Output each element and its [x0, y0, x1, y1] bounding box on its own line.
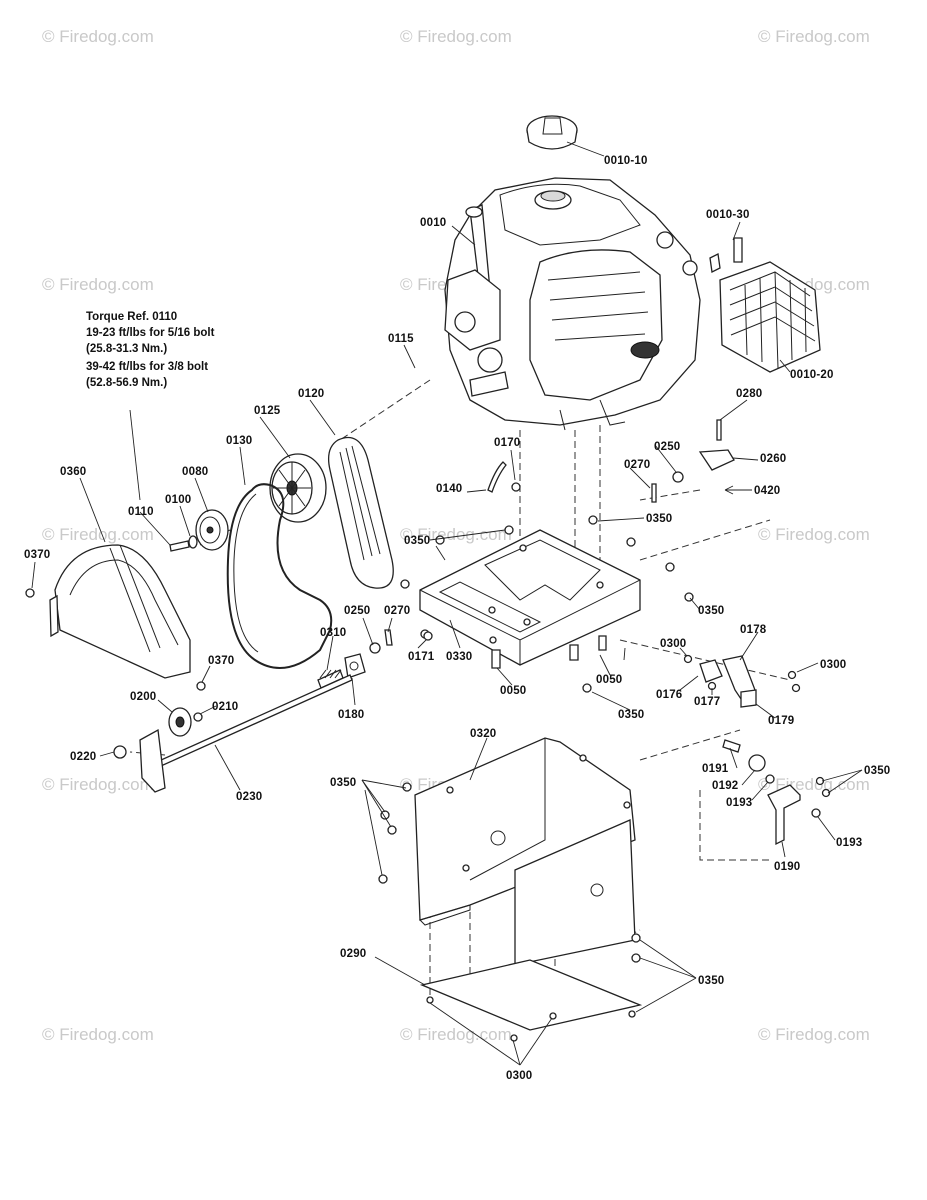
part-label: 0177 — [694, 696, 720, 708]
part-label: 0250 — [344, 605, 370, 617]
part-label: 0350 — [864, 765, 890, 777]
part-label: 0176 — [656, 689, 682, 701]
watermark: © Firedog.com — [42, 27, 154, 46]
part-label: 0192 — [712, 780, 738, 792]
part-label: 0140 — [436, 483, 462, 495]
part-label: 0250 — [654, 441, 680, 453]
part-label: 0350 — [618, 709, 644, 721]
watermark: © Firedog.com — [758, 27, 870, 46]
part-label: 0193 — [726, 797, 752, 809]
part-label: 0310 — [320, 627, 346, 639]
lower-frame — [378, 737, 643, 1042]
watermark: © Firedog.com — [400, 1025, 512, 1044]
torque-note-line: 39-42 ft/lbs for 3/8 bolt — [86, 361, 208, 373]
part-label: 0130 — [226, 435, 252, 447]
part-label: 0178 — [740, 624, 767, 636]
watermark: © Firedog.com — [400, 27, 512, 46]
part-label: 0200 — [130, 691, 156, 703]
watermark: © Firedog.com — [42, 525, 154, 544]
part-label: 0270 — [624, 459, 650, 471]
part-label: 0180 — [338, 709, 364, 721]
watermark: © Firedog.com — [42, 1025, 154, 1044]
torque-note-title: Torque Ref. 0110 — [86, 311, 177, 323]
part-label: 0220 — [70, 751, 96, 763]
part-label: 0010-10 — [604, 155, 648, 167]
part-label: 0110 — [128, 506, 154, 518]
torque-note-line: (25.8-31.3 Nm.) — [86, 343, 167, 355]
idler-assembly — [113, 653, 366, 793]
muffler-guard — [709, 237, 821, 373]
part-label: 0370 — [208, 655, 234, 667]
part-label: 0179 — [768, 715, 794, 727]
part-label: 0360 — [60, 466, 86, 478]
part-label: 0010 — [420, 217, 446, 229]
part-label: 0330 — [446, 651, 472, 663]
belts-pulleys — [169, 436, 394, 669]
engine — [444, 115, 701, 431]
torque-note-line: (52.8-56.9 Nm.) — [86, 377, 167, 389]
part-label: 0171 — [408, 651, 435, 663]
part-label: 0050 — [596, 674, 622, 686]
part-label: 0420 — [754, 485, 780, 497]
part-label: 0350 — [404, 535, 430, 547]
watermark: © Firedog.com — [42, 275, 154, 294]
assembly-lines — [129, 379, 791, 1010]
gas-cap — [526, 115, 578, 150]
part-label: 0100 — [165, 494, 191, 506]
part-labels: 0010-10 0010 0010-30 0010-20 0115 0120 0… — [24, 155, 890, 1082]
part-label: 0350 — [646, 513, 672, 525]
part-label: 0190 — [774, 861, 800, 873]
watermark: © Firedog.com — [758, 775, 870, 794]
part-label: 0120 — [298, 388, 324, 400]
part-label: 0290 — [340, 948, 366, 960]
part-label: 0370 — [24, 549, 50, 561]
part-label: 0191 — [702, 763, 729, 775]
part-label: 0115 — [388, 333, 414, 345]
torque-note: Torque Ref. 0110 19-23 ft/lbs for 5/16 b… — [86, 311, 215, 389]
watermark: © Firedog.com — [758, 525, 870, 544]
part-label: 0300 — [820, 659, 846, 671]
part-label: 0050 — [500, 685, 526, 697]
hardware — [369, 419, 831, 846]
part-label: 0260 — [760, 453, 786, 465]
part-label: 0010-20 — [790, 369, 834, 381]
part-label: 0280 — [736, 388, 762, 400]
part-label: 0350 — [698, 975, 724, 987]
part-label: 0300 — [506, 1070, 532, 1082]
watermark: © Firedog.com — [42, 775, 154, 794]
part-label: 0270 — [384, 605, 410, 617]
part-label: 0320 — [470, 728, 496, 740]
part-label: 0193 — [836, 837, 862, 849]
part-label: 0350 — [698, 605, 724, 617]
part-label: 0080 — [182, 466, 208, 478]
engine-frame — [419, 529, 641, 669]
part-label: 0210 — [212, 701, 238, 713]
part-label: 0125 — [254, 405, 281, 417]
part-label: 0170 — [494, 437, 520, 449]
part-label: 0350 — [330, 777, 356, 789]
part-label: 0300 — [660, 638, 686, 650]
watermark: © Firedog.com — [400, 525, 512, 544]
part-label: 0230 — [236, 791, 262, 803]
part-label: 0010-30 — [706, 209, 750, 221]
torque-note-line: 19-23 ft/lbs for 5/16 bolt — [86, 327, 215, 339]
watermark: © Firedog.com — [758, 1025, 870, 1044]
leader-lines — [31, 141, 863, 1066]
belt-cover — [25, 544, 206, 691]
